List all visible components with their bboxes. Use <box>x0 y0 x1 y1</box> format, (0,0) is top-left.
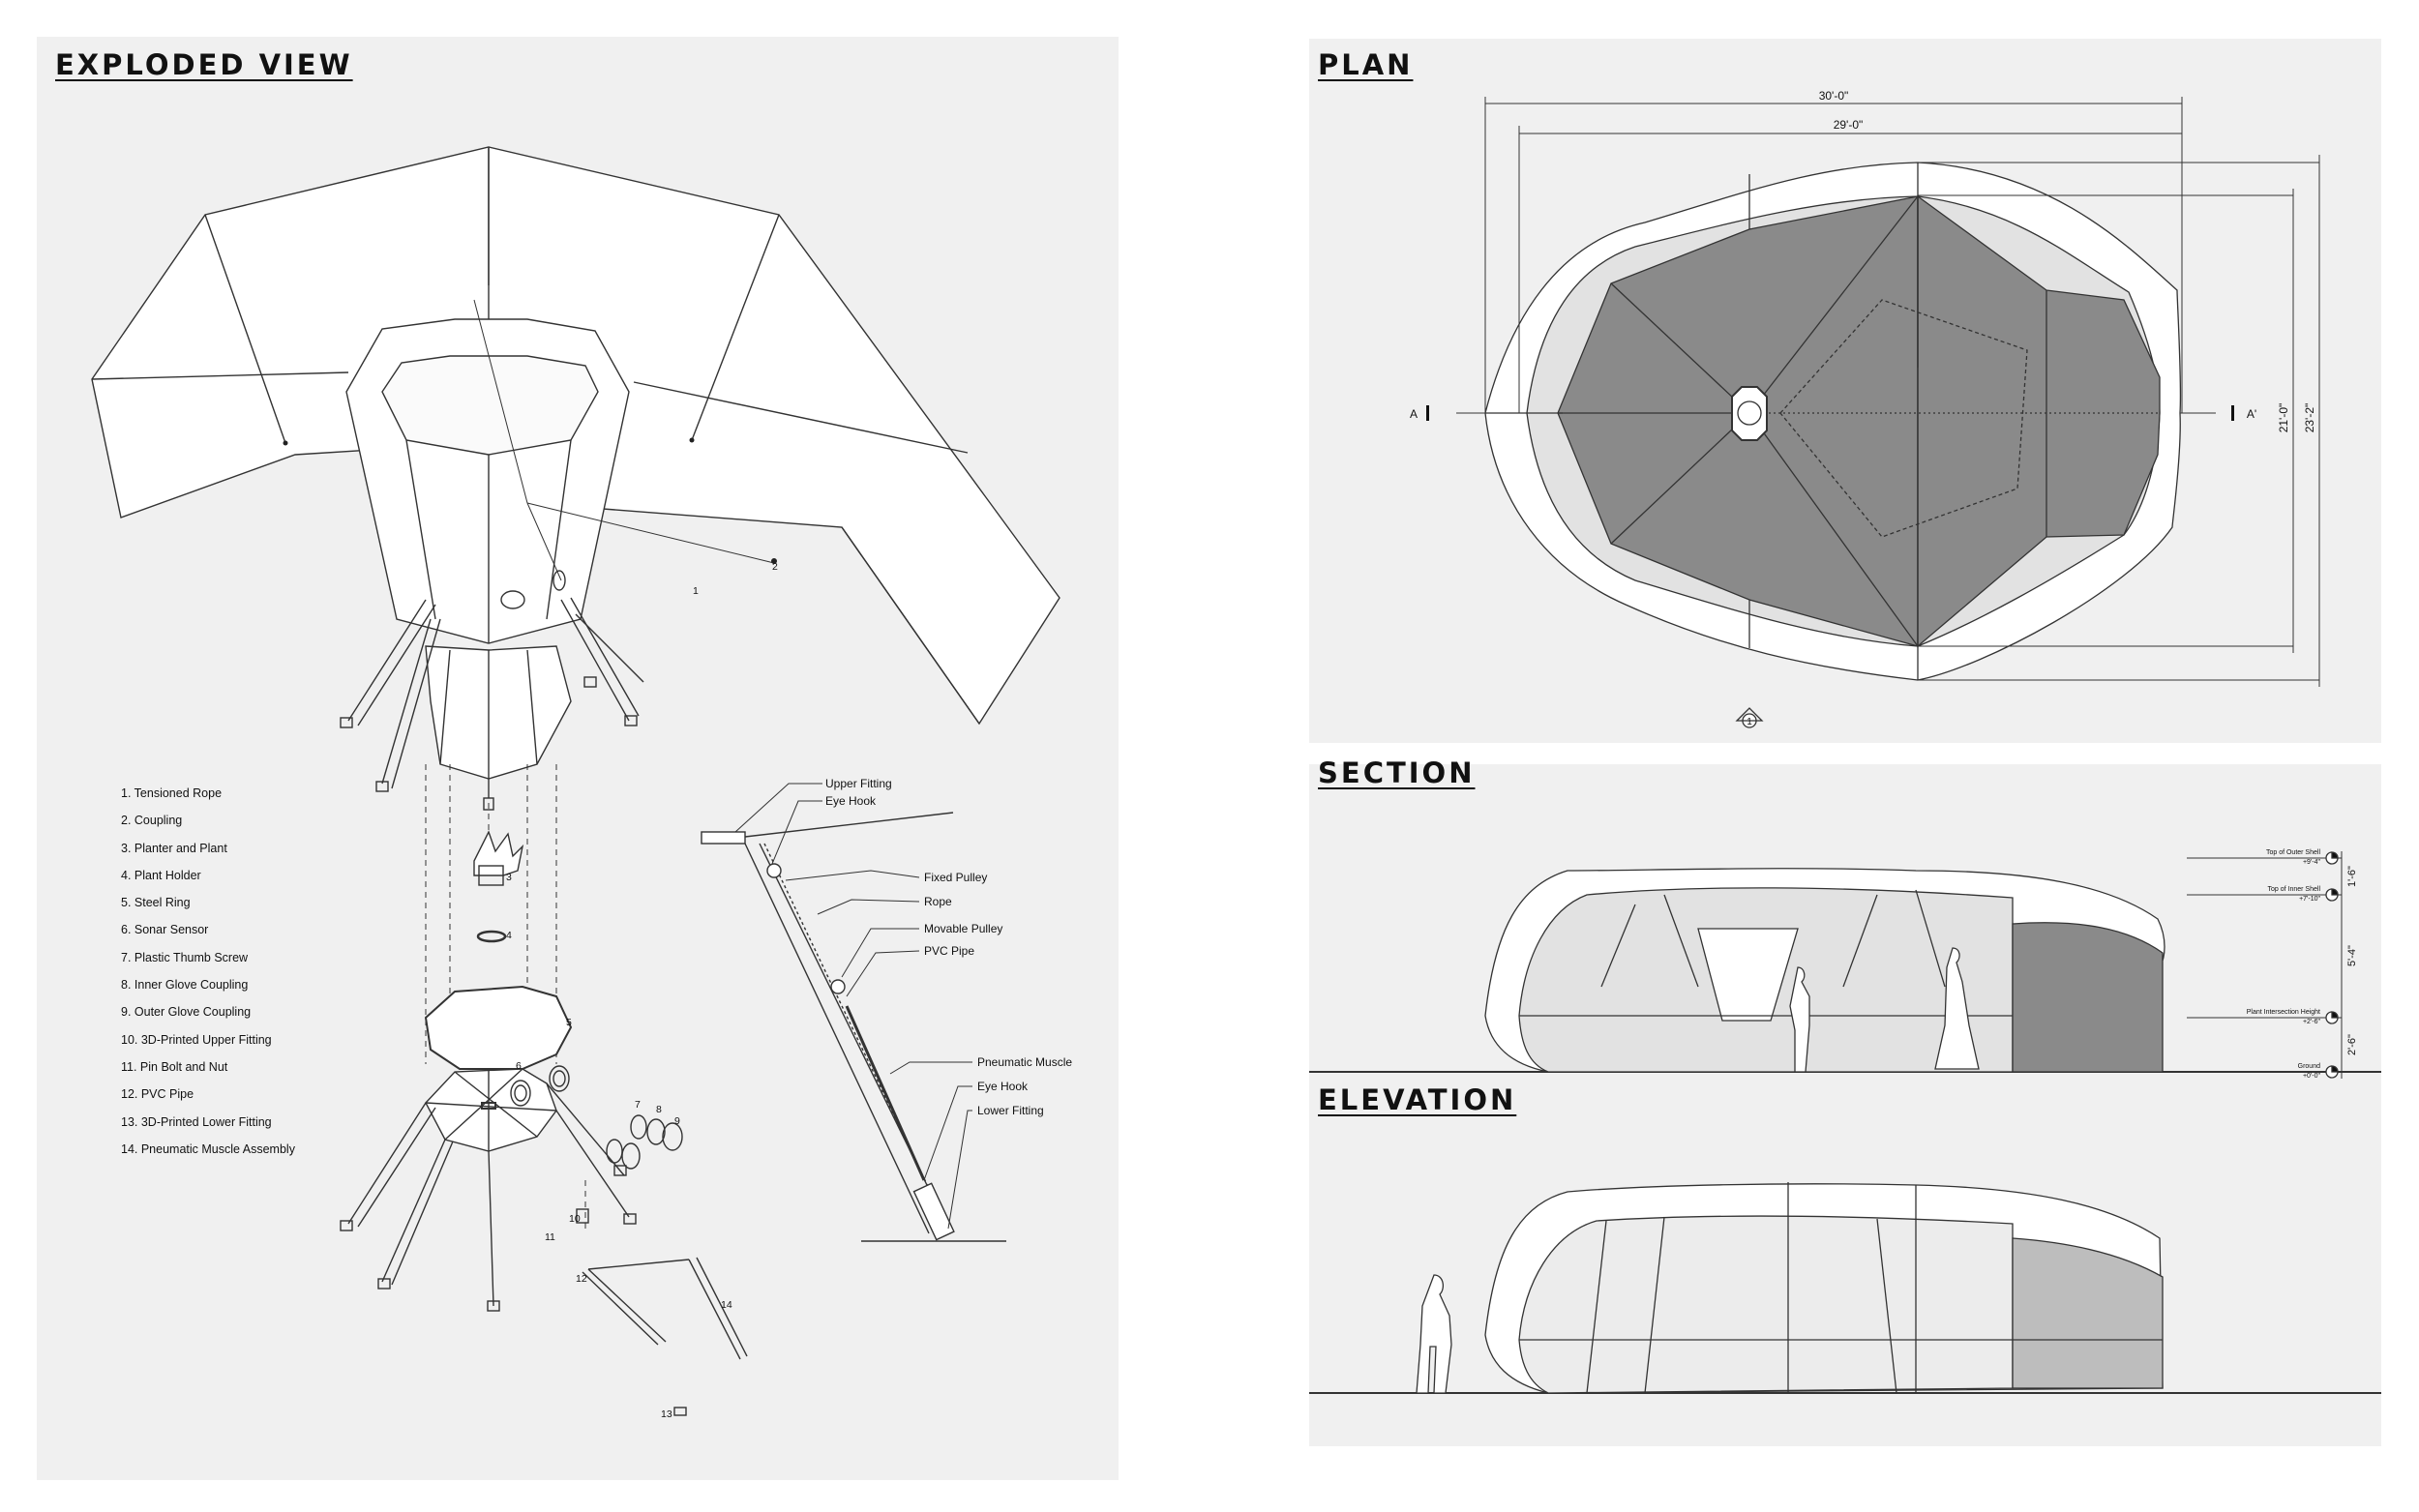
parts-legend: 1. Tensioned Rope 2. Coupling 3. Planter… <box>121 780 295 1163</box>
legend-item: 4. Plant Holder <box>121 868 201 882</box>
legend-item: 6. Sonar Sensor <box>121 923 209 937</box>
plan-panel <box>1309 39 2381 743</box>
legend-item: 12. PVC Pipe <box>121 1087 194 1102</box>
exploded-view-title: EXPLODED VIEW <box>55 48 353 81</box>
legend-item: 1. Tensioned Rope <box>121 786 223 800</box>
legend-item: 5. Steel Ring <box>121 896 191 910</box>
legend-item: 10. 3D-Printed Upper Fitting <box>121 1032 272 1047</box>
legend-item: 8. Inner Glove Coupling <box>121 978 249 993</box>
legend-item: 3. Planter and Plant <box>121 841 227 855</box>
legend-item: 2. Coupling <box>121 814 183 828</box>
panel-notch <box>1706 756 2381 764</box>
plan-title: PLAN <box>1318 48 1414 81</box>
legend-item: 7. Plastic Thumb Screw <box>121 950 249 964</box>
section-title: SECTION <box>1318 756 1476 789</box>
legend-item: 14. Pneumatic Muscle Assembly <box>121 1141 295 1156</box>
legend-item: 11. Pin Bolt and Nut <box>121 1059 228 1074</box>
legend-item: 13. 3D-Printed Lower Fitting <box>121 1114 272 1129</box>
legend-item: 9. Outer Glove Coupling <box>121 1005 252 1020</box>
elevation-title: ELEVATION <box>1318 1083 1517 1116</box>
exploded-view-panel <box>37 37 1119 1480</box>
